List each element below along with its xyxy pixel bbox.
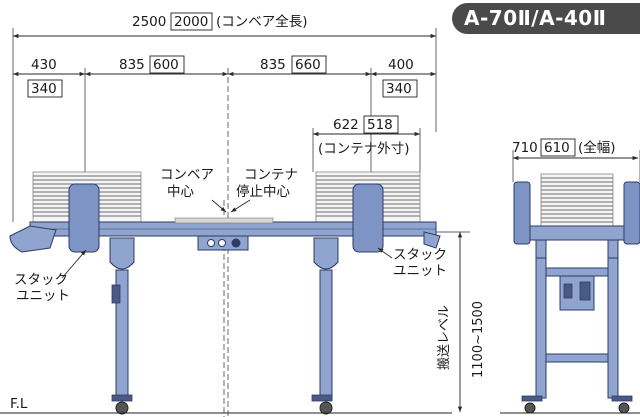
front-view-machine [500, 173, 640, 414]
right-stack-label-1: スタック [393, 247, 447, 263]
side-view-machine [9, 171, 441, 415]
seg3-boxed: 660 [295, 57, 321, 73]
conveyor-center-line1: コンベア [160, 167, 214, 183]
overall-length-boxed: 2000 [174, 14, 208, 30]
width-dim-boxed: 610 [544, 140, 570, 156]
seg1-value: 430 [31, 57, 57, 73]
seg4-box [382, 79, 418, 98]
left-leg [109, 237, 135, 415]
width-dim-note: (全幅) [578, 139, 616, 156]
chute [9, 225, 57, 253]
right-leg [311, 237, 339, 415]
seg4-boxed: 340 [386, 81, 412, 97]
seg2-boxed: 600 [153, 57, 179, 73]
height-dimension: 搬送レベル 1100~1500 [436, 231, 486, 412]
container-dim-note: (コンテナ外寸) [318, 141, 410, 157]
container-dim-value: 622 [333, 117, 359, 133]
front-tray-stack [540, 173, 614, 231]
left-stack-label-1: スタック [14, 272, 68, 288]
seg1-boxed: 340 [31, 81, 57, 97]
container-dim-boxed: 518 [367, 117, 393, 133]
seg4-value: 400 [388, 57, 414, 73]
overall-length-dimension: 2500 2000 (コンベア全長) [12, 12, 437, 222]
overall-length-note: (コンベア全長) [216, 13, 308, 30]
center-labels: コンベア 中心 コンテナ 停止中心 [160, 167, 298, 417]
container-dimension: 622 518 (コンテナ外寸) [312, 115, 421, 172]
seg1-box [27, 79, 63, 98]
container-dim-box [363, 115, 399, 134]
floor-line: F.L [0, 396, 452, 414]
overall-length-value: 2500 [132, 14, 166, 30]
model-badge: A-70Ⅱ/A-40Ⅱ [452, 3, 640, 34]
right-stack-unit [352, 183, 384, 253]
overall-length-box [170, 12, 213, 31]
height-range-label: 1100~1500 [471, 301, 486, 378]
seg2-box [149, 55, 185, 74]
transport-level-label: 搬送レベル [437, 305, 452, 370]
left-stack-label-2: ユニット [16, 288, 70, 304]
seg3-box [291, 55, 327, 74]
seg3-value: 835 [260, 57, 286, 73]
stop-center-line2: 停止中心 [236, 183, 290, 200]
conveyor-center-line2: 中心 [167, 184, 194, 200]
stack-unit-labels: スタック ユニット スタック ユニット [14, 247, 447, 304]
left-stack-unit [68, 183, 100, 253]
width-dim-box [540, 138, 576, 157]
width-dim-value: 710 [512, 140, 538, 156]
right-stack-label-2: ユニット [393, 263, 447, 279]
width-dimension: 710 610 (全幅) [512, 138, 640, 182]
stop-center-line1: コンテナ [244, 167, 298, 183]
floor-label: F.L [10, 396, 28, 412]
segment-dimensions: 430 340 835 600 835 660 400 340 [12, 55, 436, 417]
seg2-value: 835 [119, 57, 145, 73]
